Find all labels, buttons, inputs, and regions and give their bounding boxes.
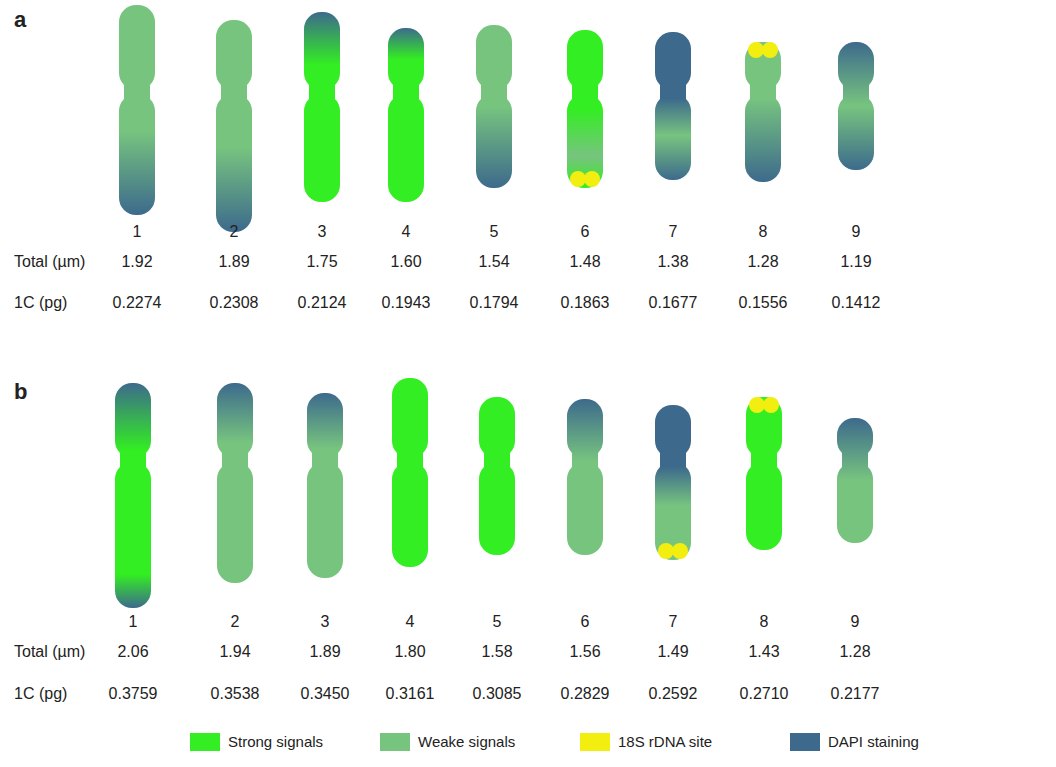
legend-swatch: [580, 733, 610, 751]
chromosome: [476, 25, 512, 188]
length-value: 2.06: [117, 643, 148, 661]
rdna-site: [763, 397, 779, 413]
dna-content-value: 0.1943: [382, 294, 431, 312]
length-value: 1.54: [478, 253, 509, 271]
length-value: 1.28: [747, 253, 778, 271]
chromosome-number: 4: [406, 613, 415, 631]
chromosome: [392, 378, 428, 567]
dna-content-value: 0.3085: [473, 685, 522, 703]
rdna-site: [584, 171, 600, 187]
legend-swatch: [190, 733, 220, 751]
length-value: 1.28: [839, 643, 870, 661]
chromosome-number: 9: [851, 613, 860, 631]
chromosome-number: 5: [490, 223, 499, 241]
dna-content-value: 0.3161: [386, 685, 435, 703]
length-value: 1.60: [390, 253, 421, 271]
row-label: Total (µm): [14, 643, 85, 661]
dna-content-value: 0.1794: [470, 294, 519, 312]
length-value: 1.49: [657, 643, 688, 661]
length-value: 1.19: [840, 253, 871, 271]
length-value: 1.80: [394, 643, 425, 661]
chromosome-number: 8: [759, 223, 768, 241]
length-value: 1.92: [121, 253, 152, 271]
length-value: 1.38: [657, 253, 688, 271]
dna-content-value: 0.1677: [649, 294, 698, 312]
chromosome: [307, 393, 343, 578]
row-label: 1C (pg): [14, 294, 67, 312]
chromosome-number: 2: [230, 223, 239, 241]
dna-content-value: 0.2308: [210, 294, 259, 312]
chromosome: [655, 32, 691, 180]
chromosome-number: 6: [581, 613, 590, 631]
chromosome-number: 9: [852, 223, 861, 241]
length-value: 1.89: [218, 253, 249, 271]
panel-letter: b: [14, 383, 27, 401]
dna-content-value: 0.2274: [113, 294, 162, 312]
chromosome: [216, 20, 252, 232]
rdna-site: [762, 42, 778, 58]
length-value: 1.94: [219, 643, 250, 661]
legend-swatch: [790, 733, 820, 751]
chromosome: [304, 12, 340, 202]
chromosome: [479, 397, 515, 555]
dna-content-value: 0.1412: [832, 294, 881, 312]
length-value: 1.58: [481, 643, 512, 661]
chromosome-number: 3: [321, 613, 330, 631]
dna-content-value: 0.1863: [561, 294, 610, 312]
dna-content-value: 0.2177: [831, 685, 880, 703]
chromosome-number: 5: [493, 613, 502, 631]
chromosome-number: 8: [760, 613, 769, 631]
dna-content-value: 0.2124: [298, 294, 347, 312]
chromosome-number: 1: [133, 223, 142, 241]
rdna-site: [748, 42, 764, 58]
chromosome: [115, 383, 151, 608]
chromosome: [217, 383, 253, 583]
legend-text: Weake signals: [418, 733, 515, 751]
length-value: 1.75: [306, 253, 337, 271]
chromosome: [745, 42, 781, 182]
chromosome: [838, 42, 874, 170]
length-value: 1.56: [569, 643, 600, 661]
chromosome: [746, 397, 782, 550]
dna-content-value: 0.2829: [561, 685, 610, 703]
chromosome: [388, 28, 424, 202]
legend-swatch: [380, 733, 410, 751]
rdna-site: [672, 543, 688, 559]
dna-content-value: 0.3450: [301, 685, 350, 703]
length-value: 1.89: [309, 643, 340, 661]
chromosome: [655, 405, 691, 560]
row-label: 1C (pg): [14, 685, 67, 703]
chromosome-number: 3: [318, 223, 327, 241]
chromosome-number: 7: [669, 613, 678, 631]
dna-content-value: 0.2710: [740, 685, 789, 703]
rdna-site: [658, 543, 674, 559]
chromosome: [837, 418, 873, 543]
length-value: 1.48: [569, 253, 600, 271]
dna-content-value: 0.2592: [649, 685, 698, 703]
chromosome: [567, 30, 603, 188]
panel-letter: a: [14, 11, 26, 29]
row-label: Total (µm): [14, 253, 85, 271]
chromosome-number: 7: [669, 223, 678, 241]
legend-text: Strong signals: [228, 733, 323, 751]
chromosome-number: 1: [129, 613, 138, 631]
dna-content-value: 0.3759: [109, 685, 158, 703]
chromosome-number: 6: [581, 223, 590, 241]
legend-text: DAPI staining: [828, 733, 919, 751]
dna-content-value: 0.1556: [739, 294, 788, 312]
rdna-site: [570, 171, 586, 187]
chromosome: [119, 5, 155, 215]
dna-content-value: 0.3538: [211, 685, 260, 703]
legend-text: 18S rDNA site: [618, 733, 712, 751]
length-value: 1.43: [748, 643, 779, 661]
rdna-site: [749, 397, 765, 413]
chromosome: [567, 399, 603, 555]
chromosome-number: 4: [402, 223, 411, 241]
chromosome-number: 2: [231, 613, 240, 631]
